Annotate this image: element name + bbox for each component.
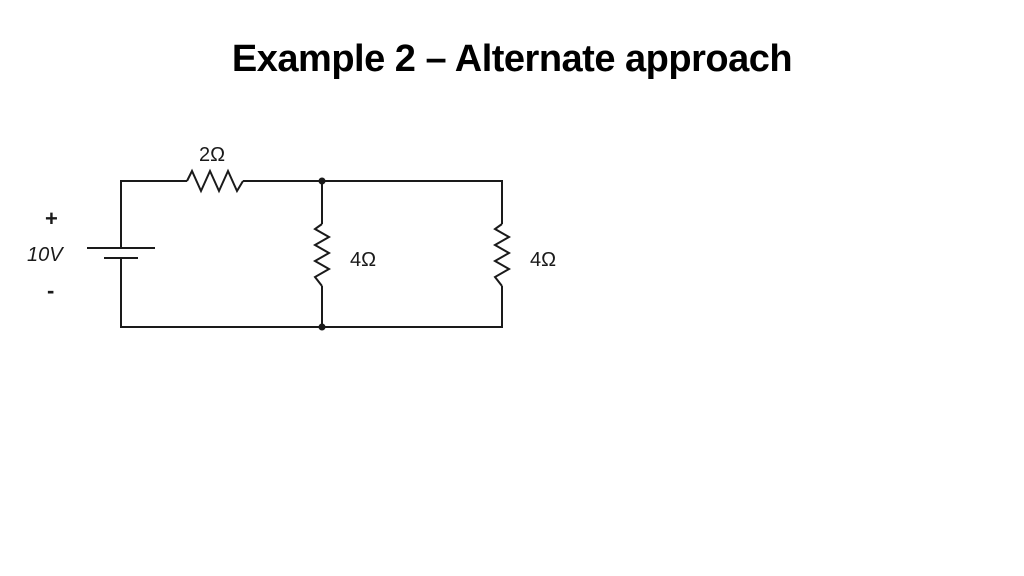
source-voltage-label: 10V	[27, 244, 64, 266]
resistor-4ohm-right-label: 4Ω	[530, 249, 556, 271]
resistor-2ohm-label: 2Ω	[199, 144, 225, 166]
resistor-4ohm-right-symbol	[492, 223, 512, 287]
resistor-4ohm-middle-label: 4Ω	[350, 249, 376, 271]
source-minus-sign: -	[47, 278, 54, 303]
resistor-2ohm-symbol	[186, 168, 244, 194]
junction-dot-top	[318, 177, 326, 185]
wire-top	[243, 180, 503, 224]
wire-left-top	[120, 180, 187, 248]
source-plus-sign: +	[45, 206, 58, 231]
junction-dot-bottom	[318, 323, 326, 331]
slide-title: Example 2 – Alternate approach	[231, 38, 793, 80]
resistor-4ohm-middle-symbol	[312, 223, 332, 287]
wire-left-bottom	[120, 258, 322, 328]
wire-bottom-right	[322, 286, 503, 328]
